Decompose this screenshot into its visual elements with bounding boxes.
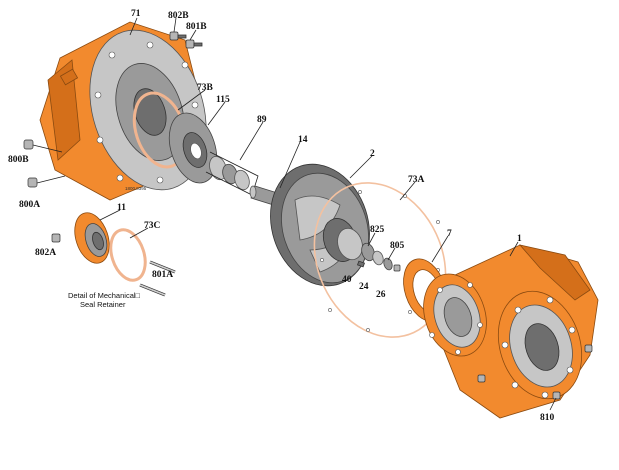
- detail-caption-line-2: Seal Retainer: [80, 300, 126, 309]
- label-2: 2: [370, 149, 375, 159]
- part-801a-studs: [139, 260, 176, 297]
- part-800a-bolt: [27, 175, 66, 188]
- part-800b-bolt: [23, 139, 63, 153]
- label-801b: 801B: [186, 22, 207, 32]
- label-73a: 73A: [408, 175, 425, 185]
- callout-labels: 71 802B 801B 73B 115 89 14 2 73A 1 7 805…: [8, 9, 555, 423]
- part-825-impeller-nut: [361, 242, 384, 266]
- leader-lines: [99, 17, 557, 411]
- part-810-bolts: [477, 344, 593, 400]
- part-802a-nut: [51, 233, 61, 243]
- part-40-key: [356, 260, 366, 268]
- label-805: 805: [390, 241, 405, 251]
- part-115-seal-plate: [168, 112, 218, 184]
- label-802b: 802B: [168, 11, 189, 21]
- label-40: 40: [342, 275, 352, 285]
- part-801b-stud: [185, 39, 203, 49]
- part-11-seal-retainer: [74, 212, 110, 264]
- part-2-impeller: [270, 163, 370, 287]
- label-73c: 73C: [144, 221, 161, 231]
- label-73b: 73B: [197, 83, 214, 93]
- part-802b-nut: [169, 31, 187, 41]
- label-7: 7: [447, 229, 452, 239]
- drawing-number: 1800.0395: [125, 186, 147, 191]
- part-805-washer: [383, 257, 393, 271]
- label-800b: 800B: [8, 155, 29, 165]
- part-73c-gasket: [109, 228, 147, 282]
- label-1: 1: [517, 234, 522, 244]
- part-73a-gasket: [313, 182, 447, 338]
- part-1-casing: [423, 244, 599, 419]
- label-825: 825: [370, 225, 385, 235]
- part-26-screw: [393, 264, 401, 272]
- label-801a: 801A: [152, 270, 173, 280]
- detail-caption-line-1: Detail of Mechanical□: [68, 291, 141, 300]
- part-71-bearing-frame: [39, 21, 207, 201]
- label-11: 11: [117, 203, 126, 213]
- label-89: 89: [257, 115, 267, 125]
- label-115: 115: [216, 95, 230, 105]
- label-810: 810: [540, 413, 555, 423]
- label-802a: 802A: [35, 248, 56, 258]
- label-26: 26: [376, 290, 386, 300]
- label-14: 14: [298, 135, 308, 145]
- label-800a: 800A: [19, 200, 40, 210]
- label-71: 71: [131, 9, 141, 19]
- part-89-mechanical-seal: [205, 151, 259, 196]
- label-24: 24: [359, 282, 369, 292]
